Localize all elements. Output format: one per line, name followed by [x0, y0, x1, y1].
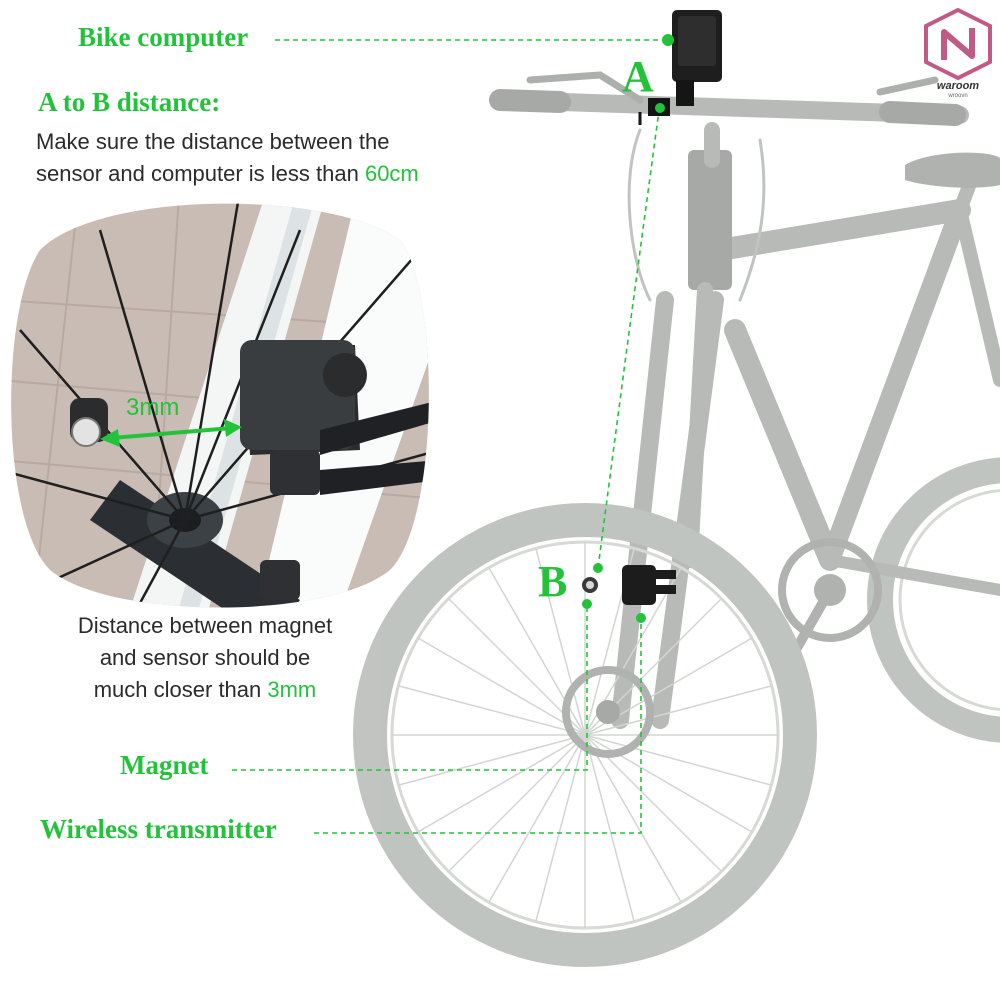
transmitter-leader [314, 618, 642, 834]
point-b-label: B [538, 557, 568, 606]
leader-dots [582, 34, 674, 623]
magnet-label: Magnet [120, 750, 209, 780]
magnet-desc-line-3: much closer than 3mm [0, 674, 410, 706]
wireless-transmitter-label: Wireless transmitter [40, 814, 277, 844]
saddle [905, 152, 1000, 188]
a-to-b-description: Make sure the distance between the senso… [36, 126, 419, 190]
gap-measurement-arrow [100, 419, 242, 447]
magnet-gap-value: 3mm [267, 677, 317, 702]
logo-brand-text: waroom [937, 80, 979, 92]
bike-computer-label: Bike computer [78, 22, 249, 52]
bike-computer-device [638, 10, 722, 125]
rear-wheel [867, 457, 1000, 743]
logo-sub-text: wroovn [947, 93, 967, 98]
leader-lines [232, 39, 668, 834]
handlebar [489, 71, 969, 302]
fork [611, 122, 732, 729]
a-to-b-title: A to B distance: [38, 87, 221, 117]
front-wheel [353, 503, 817, 967]
a-to-b-leader [597, 107, 661, 569]
a-to-b-line-2-text: sensor and computer is less than [36, 161, 365, 186]
gap-label: 3mm [126, 394, 180, 421]
magnet-desc-line-3-text: much closer than [93, 677, 268, 702]
magnet-desc-line-2: and sensor should be [99, 645, 311, 670]
brand-logo: waroom wroovn [918, 6, 998, 99]
point-a-label: A [622, 52, 654, 101]
bicycle-illustration [353, 71, 1000, 967]
a-to-b-distance-value: 60cm [364, 161, 419, 186]
magnet-distance-description: Distance between magnet and sensor shoul… [0, 610, 410, 706]
a-to-b-line-1: Make sure the distance between the [36, 129, 390, 154]
disc-rotor [562, 666, 654, 758]
magnet-desc-line-1: Distance between magnet [77, 613, 333, 638]
magnet-leader [232, 604, 588, 771]
wireless-transmitter-device [622, 565, 676, 605]
magnet-device [582, 577, 598, 593]
frame [709, 163, 1000, 596]
inset-closeup-photo [11, 203, 429, 608]
a-to-b-line-2: sensor and computer is less than 60cm [36, 158, 419, 190]
